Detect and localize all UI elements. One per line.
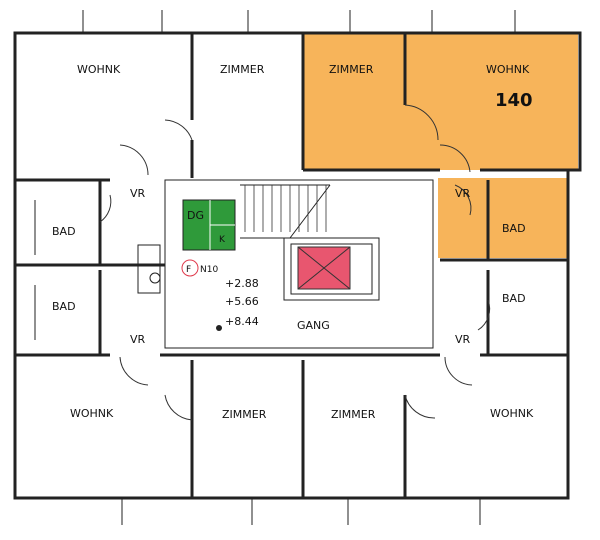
stair-treads (244, 185, 327, 232)
room-zimmer-bottom-right: ZIMMER (331, 408, 376, 421)
stair-core (164, 179, 434, 349)
room-gang: GANG (297, 319, 330, 332)
room-wohnk-top-left: WOHNK (77, 63, 121, 76)
room-vr-right-lower: VR (455, 333, 471, 346)
room-zimmer-top-right: ZIMMER (329, 63, 374, 76)
doors (99, 104, 491, 421)
room-wohnk-bottom-left: WOHNK (70, 407, 114, 420)
room-vr-right-upper: VR (455, 187, 471, 200)
room-wohnk-top-right: WOHNK (486, 63, 530, 76)
room-bad-right-upper: BAD (502, 222, 526, 235)
elevator-shaft[interactable] (297, 246, 351, 290)
utility-box (137, 244, 161, 294)
room-bad-right-lower: BAD (502, 292, 526, 305)
equipment-box[interactable]: DG K (182, 199, 236, 251)
room-zimmer-bottom-left: ZIMMER (222, 408, 267, 421)
unit-number: 140 (495, 90, 533, 111)
fire-marker-letter: F (186, 265, 191, 275)
equipment-label-dg: DG (187, 209, 204, 222)
room-vr-left-upper: VR (130, 187, 146, 200)
level-marker (216, 325, 222, 331)
room-vr-left-lower: VR (130, 333, 146, 346)
equipment-label-k: K (219, 235, 226, 245)
interior-walls (15, 33, 568, 498)
wall-ticks (82, 10, 516, 525)
room-zimmer-top-left: ZIMMER (220, 63, 265, 76)
unit-140-highlight[interactable] (303, 33, 578, 258)
level-3: +8.44 (225, 315, 259, 328)
room-bad-left-upper: BAD (52, 225, 76, 238)
fire-code: N10 (200, 265, 218, 275)
room-bad-left-lower: BAD (52, 300, 76, 313)
room-wohnk-bottom-right: WOHNK (490, 407, 534, 420)
fire-marker[interactable]: F N10 (181, 259, 218, 277)
level-2: +5.66 (225, 295, 259, 308)
level-1: +2.88 (225, 277, 259, 290)
